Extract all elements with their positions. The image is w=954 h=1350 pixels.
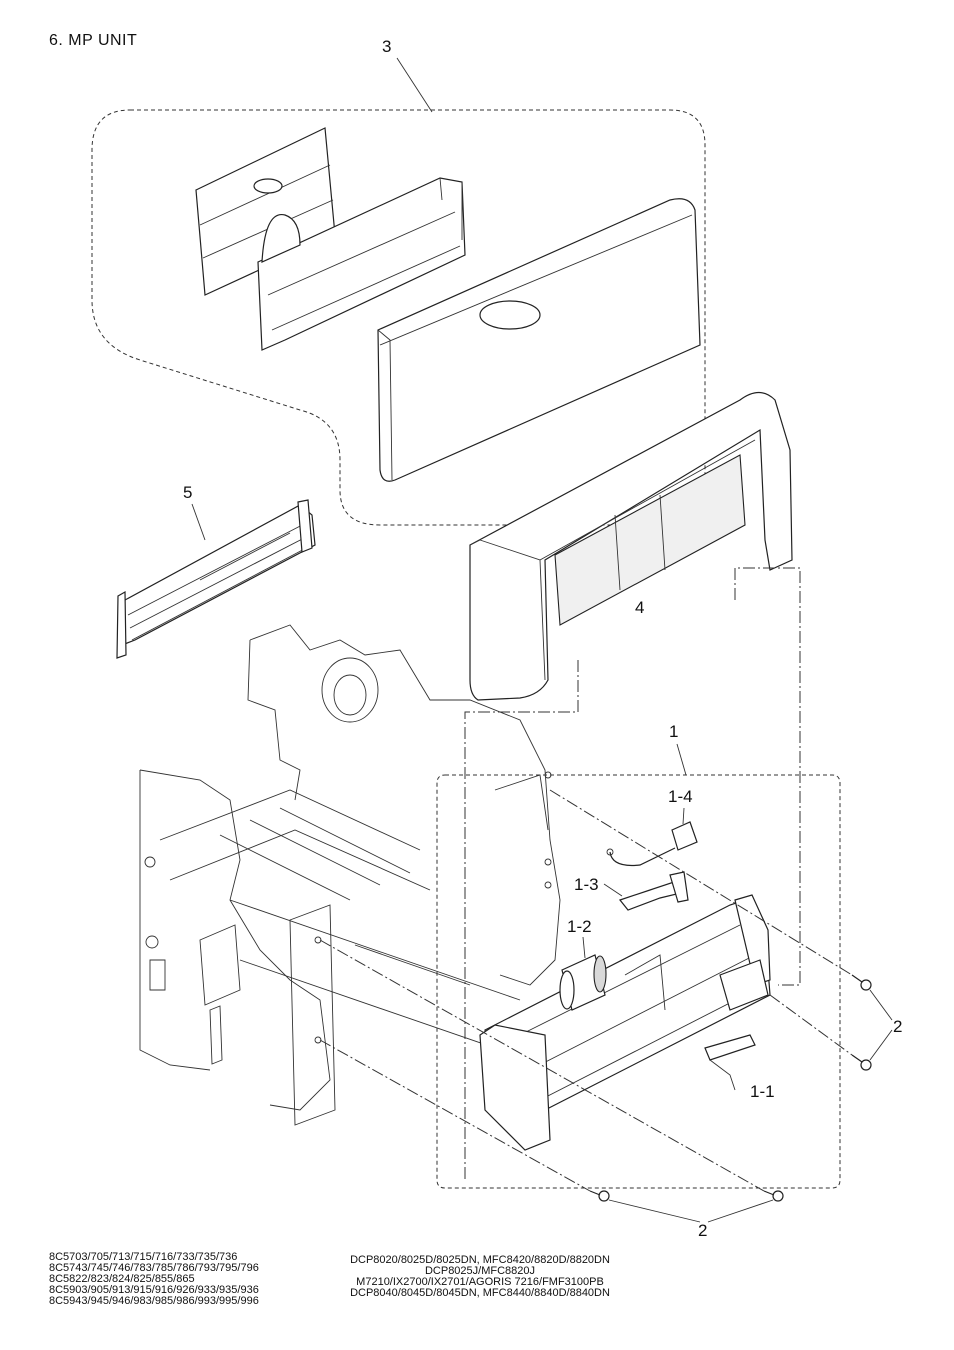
footer-model-codes: 8C5703/705/713/715/716/733/735/736 8C574… bbox=[49, 1252, 259, 1307]
screw-icon bbox=[851, 1054, 872, 1071]
page-title: 6. MP UNIT bbox=[49, 32, 138, 49]
footer-model-name-line: DCP8040/8045D/8045DN, MFC8440/8840D/8840… bbox=[350, 1287, 610, 1299]
leader-line-5 bbox=[191, 503, 206, 541]
part-4-front-cover bbox=[469, 391, 793, 701]
callout-4: 4 bbox=[635, 598, 644, 617]
footer-model-name-line: M7210/IX2700/IX2701/AGORIS 7216/FMF3100P… bbox=[356, 1276, 604, 1288]
callout-1-3: 1-3 bbox=[574, 875, 599, 894]
part-1-4-sensor-actuator bbox=[606, 821, 698, 867]
part-1-group-boundary bbox=[436, 774, 841, 1189]
part-5-paper-guide bbox=[116, 499, 316, 659]
callout-5: 5 bbox=[183, 483, 192, 502]
leader-line-1-4 bbox=[682, 807, 685, 825]
alignment-guide-right bbox=[734, 567, 801, 986]
alignment-guide-screw-d bbox=[319, 1039, 591, 1192]
screw-icon bbox=[851, 974, 872, 991]
leader-line-2-right bbox=[869, 989, 893, 1061]
footer-model-code-line: 8C5743/745/746/783/785/786/793/795/796 bbox=[49, 1262, 259, 1274]
callout-2-bottom: 2 bbox=[698, 1221, 707, 1240]
callout-3: 3 bbox=[382, 37, 391, 56]
callout-1-1: 1-1 bbox=[750, 1082, 775, 1101]
part-1-2-pickup-roller bbox=[559, 954, 607, 1011]
callout-2-right: 2 bbox=[893, 1017, 902, 1036]
footer-model-code-line: 8C5822/823/824/825/855/865 bbox=[49, 1273, 195, 1285]
screw-icon bbox=[763, 1190, 784, 1202]
callout-1-4: 1-4 bbox=[668, 787, 693, 806]
leader-line-1 bbox=[676, 743, 687, 776]
callout-1-2: 1-2 bbox=[567, 917, 592, 936]
footer-model-code-line: 8C5943/945/946/983/985/986/993/995/996 bbox=[49, 1295, 259, 1307]
screw-icon bbox=[589, 1190, 610, 1202]
part-3-mp-tray-cover bbox=[377, 198, 701, 482]
mp-unit-assembly bbox=[479, 894, 771, 1151]
part-3-tray-middle bbox=[257, 177, 466, 351]
footer-model-name-line: DCP8020/8025D/8025DN, MFC8420/8820D/8820… bbox=[350, 1254, 610, 1266]
footer-model-code-line: 8C5703/705/713/715/716/733/735/736 bbox=[49, 1251, 238, 1263]
leader-line-1-3 bbox=[603, 883, 623, 897]
part-1-1-separation-pad bbox=[704, 1034, 756, 1091]
machine-frame-body bbox=[139, 624, 561, 1126]
footer-model-code-line: 8C5903/905/913/915/916/926/933/935/936 bbox=[49, 1284, 259, 1296]
alignment-guide-screw-a bbox=[549, 789, 853, 976]
leader-line-2-bottom bbox=[608, 1199, 774, 1223]
part-1-3-lever bbox=[618, 871, 689, 911]
alignment-guide-screw-b bbox=[769, 994, 853, 1056]
footer-model-names: DCP8020/8025D/8025DN, MFC8420/8820D/8820… bbox=[330, 1255, 630, 1299]
alignment-guide-left bbox=[464, 660, 579, 1180]
leader-line-1-2 bbox=[582, 936, 586, 959]
leader-line-3 bbox=[396, 57, 433, 113]
alignment-guide-screw-c bbox=[319, 939, 765, 1192]
footer-model-name-line: DCP8025J/MFC8820J bbox=[424, 1265, 536, 1277]
callout-1: 1 bbox=[669, 722, 678, 741]
